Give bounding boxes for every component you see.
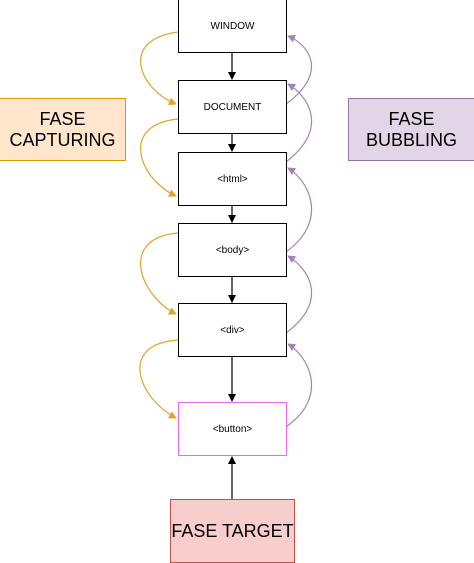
- capturing-arrow-2: [140, 118, 179, 197]
- phase-bubbling-line2: BUBBLING: [365, 129, 458, 150]
- bubbling-arrow-4: [285, 83, 313, 163]
- bubbling-arrow-2: [285, 255, 313, 334]
- node-button: <button>: [178, 402, 287, 456]
- phase-capturing-line1: FASE: [39, 108, 86, 129]
- bubbling-arrow-3: [285, 167, 313, 253]
- phase-capturing-box: FASE CAPTURING: [0, 98, 126, 161]
- capturing-arrow-3: [140, 232, 179, 315]
- phase-bubbling-line1: FASE: [388, 108, 435, 129]
- phase-capturing-line2: CAPTURING: [9, 129, 116, 150]
- node-window-label: WINDOW: [210, 20, 255, 32]
- node-body-label: <body>: [215, 244, 250, 256]
- node-window: WINDOW: [178, 0, 287, 53]
- bubbling-arrow-1: [285, 343, 313, 428]
- node-html-label: <html>: [217, 173, 248, 185]
- capturing-arrow-1: [140, 31, 179, 106]
- node-document: DOCUMENT: [178, 80, 287, 134]
- bubbling-arrow-5: [285, 34, 313, 105]
- phase-target-box: FASE TARGET: [170, 499, 295, 563]
- capturing-arrow-4: [139, 339, 179, 419]
- node-div: <div>: [178, 303, 287, 357]
- phase-target-label: FASE TARGET: [171, 520, 294, 541]
- node-button-label: <button>: [212, 423, 253, 435]
- node-document-label: DOCUMENT: [203, 101, 262, 113]
- node-body: <body>: [178, 223, 287, 277]
- phase-bubbling-box: FASE BUBBLING: [348, 98, 474, 161]
- node-div-label: <div>: [220, 324, 245, 336]
- node-html: <html>: [178, 152, 287, 206]
